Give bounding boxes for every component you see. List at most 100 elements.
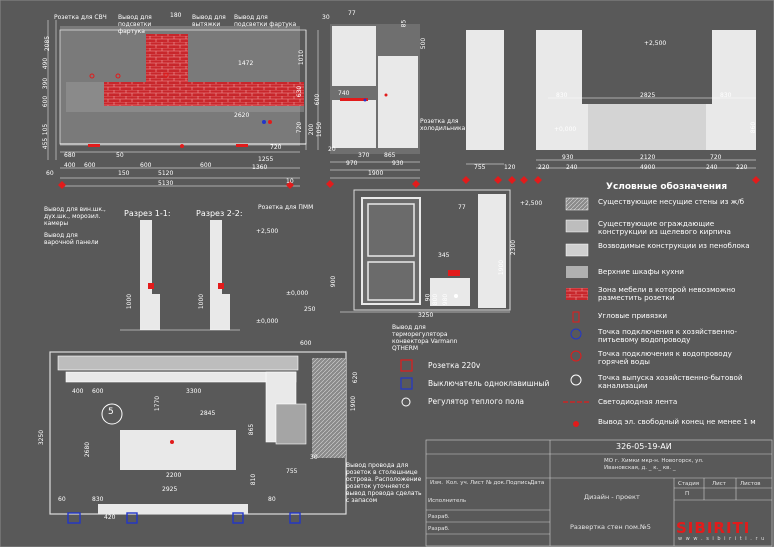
title-block-frame bbox=[425, 439, 773, 547]
tb-col-list: Лист bbox=[470, 480, 484, 486]
dim-1255: 1255 bbox=[258, 156, 274, 163]
plan-dim-830: 830 bbox=[92, 496, 104, 503]
e3-dim-2825: 2825 bbox=[640, 92, 656, 99]
e2-dim-740: 740 bbox=[338, 90, 350, 97]
e3-dim-2120: 2120 bbox=[640, 154, 656, 161]
dim-400: 400 bbox=[64, 162, 76, 169]
e2-dim-370: 370 bbox=[358, 152, 370, 159]
dim-1010: 1010 bbox=[298, 49, 306, 66]
brand-url: w w w . s i b i r i t i . r u bbox=[678, 536, 766, 542]
tb-col-ndok: № док. bbox=[486, 480, 506, 486]
plan-dim-2200: 2200 bbox=[166, 472, 182, 479]
e4-dim-2500: +2,500 bbox=[520, 200, 543, 207]
plan-dim-2925: 2925 bbox=[162, 486, 178, 493]
e3-dim-220: 220 bbox=[538, 164, 550, 171]
tb-drawing-name: Развертка стен пом.№5 bbox=[570, 523, 651, 531]
tb-design: Дизайн - проект bbox=[584, 493, 640, 501]
plan-dim-400: 400 bbox=[72, 388, 84, 395]
label-vyvod-podsvetki-1: Вывод для подсветки фартука bbox=[118, 14, 152, 35]
tb-sheets-h: Листов bbox=[740, 481, 761, 487]
e4-dim-980: 980 bbox=[442, 293, 450, 306]
plan-dim-30: 30 bbox=[310, 454, 318, 461]
dim-600d: 600 bbox=[200, 162, 212, 169]
plan-dim-600: 600 bbox=[300, 340, 312, 347]
sec-dim-000: ±0,000 bbox=[256, 318, 279, 325]
label-vyvod-termoregulyatora: Вывод для терморегулятора конвектора Var… bbox=[392, 324, 458, 352]
dim-200: 200 bbox=[308, 123, 316, 136]
plan-legend-socket: Розетка 220v bbox=[428, 361, 481, 370]
elevation-3 bbox=[462, 30, 760, 184]
sec-dim-2500: +2,500 bbox=[256, 228, 279, 235]
tb-stage: П bbox=[685, 491, 690, 497]
legend-title: Условные обозначения bbox=[606, 182, 728, 192]
section-1-title: Разрез 1-1: bbox=[124, 209, 171, 218]
plan-dim-755: 755 bbox=[286, 468, 298, 475]
plan-dim-3300: 3300 bbox=[186, 388, 202, 395]
e4-dim-77: 77 bbox=[458, 204, 466, 211]
label-vyvod-varochnoi: Вывод для варочной панели bbox=[44, 232, 99, 246]
dim-50: 50 bbox=[116, 152, 124, 159]
tb-col-izm: Изм. bbox=[430, 480, 443, 486]
e3-dim-240b: 240 bbox=[706, 164, 718, 171]
e2-dim-930: 930 bbox=[392, 160, 404, 167]
plan-dim-620: 620 bbox=[352, 371, 360, 384]
dim-60: 60 bbox=[46, 170, 54, 177]
legend-item-8: Точка выпуска хозяйственно-бытовой канал… bbox=[598, 373, 743, 390]
e2-dim-970: 970 bbox=[346, 160, 358, 167]
dim-2085: 2085 bbox=[44, 35, 52, 52]
floor-plan bbox=[49, 351, 413, 524]
tb-code: 326-05-19-АИ bbox=[616, 442, 672, 451]
e4-dim-800: 800 bbox=[432, 293, 440, 306]
dim-600: 600 bbox=[42, 95, 50, 108]
tb-ispolnitel: Исполнитель bbox=[428, 498, 467, 504]
dim-180: 180 bbox=[170, 12, 182, 19]
plan-dim-60: 60 bbox=[58, 496, 66, 503]
plan-dim-2680: 2680 bbox=[84, 441, 92, 458]
room-number: 5 bbox=[108, 407, 114, 417]
dim-680: 680 bbox=[64, 152, 76, 159]
socket-legend-icon bbox=[400, 359, 413, 372]
plan-dim-1900: 1900 bbox=[350, 395, 358, 412]
plan-dim-2845: 2845 bbox=[200, 410, 216, 417]
dim-720: 720 bbox=[296, 121, 304, 134]
plan-dim-600b: 600 bbox=[92, 388, 104, 395]
e2-dim-865: 865 bbox=[384, 152, 396, 159]
elevation-2 bbox=[326, 24, 420, 188]
tb-stage-h: Стадия bbox=[678, 481, 700, 487]
dim-490: 490 bbox=[42, 57, 50, 70]
plan-dim-810: 810 bbox=[250, 473, 258, 486]
plan-dim-80: 80 bbox=[268, 496, 276, 503]
label-vyvod-provoda: Вывод провода для розеток в столешнице о… bbox=[346, 462, 422, 504]
e4-dim-900: 900 bbox=[330, 275, 338, 288]
e3-dim-860: 860 bbox=[750, 121, 758, 134]
e2-dim-85: 85 bbox=[400, 19, 408, 28]
legend-item-10: Вывод эл. свободный конец не менее 1 м bbox=[598, 417, 756, 426]
sections bbox=[120, 220, 240, 331]
brand-logo: SIBIRITI bbox=[676, 519, 751, 537]
plan-dim-420: 420 bbox=[104, 514, 116, 521]
plan-dim-865: 865 bbox=[248, 423, 256, 436]
dim-600c: 600 bbox=[140, 162, 152, 169]
tb-col-podp: Подпись bbox=[506, 480, 531, 486]
dim-455: 455 bbox=[42, 137, 50, 150]
dim-1050: 1050 bbox=[316, 121, 324, 138]
dim-2620: 2620 bbox=[234, 112, 250, 119]
tb-razrab-2: Разраб. bbox=[428, 526, 450, 532]
legend-item-1: Существующие ограждающие конструкции из … bbox=[598, 219, 731, 236]
e2-dim-600: 600 bbox=[314, 93, 322, 106]
e3-dim-830: 830 bbox=[556, 92, 568, 99]
e3-dim-830b: 830 bbox=[720, 92, 732, 99]
e3-dim-4900: 4900 bbox=[640, 164, 656, 171]
brick-apron bbox=[104, 82, 304, 106]
elevation-4 bbox=[340, 189, 511, 313]
legend-item-6: Точка подключения к хозяйственно-питьево… bbox=[598, 327, 738, 344]
elevation-1 bbox=[47, 20, 319, 189]
e3-dim-930: 930 bbox=[562, 154, 574, 161]
e3-dim-240: 240 bbox=[566, 164, 578, 171]
e2-dim-77: 77 bbox=[348, 10, 356, 17]
label-rozetka-pmm: Розетка для ПММ bbox=[258, 204, 314, 211]
plan-legend-floor: Регулятор теплого пола bbox=[428, 397, 524, 406]
section-2-title: Разрез 2-2: bbox=[196, 209, 243, 218]
